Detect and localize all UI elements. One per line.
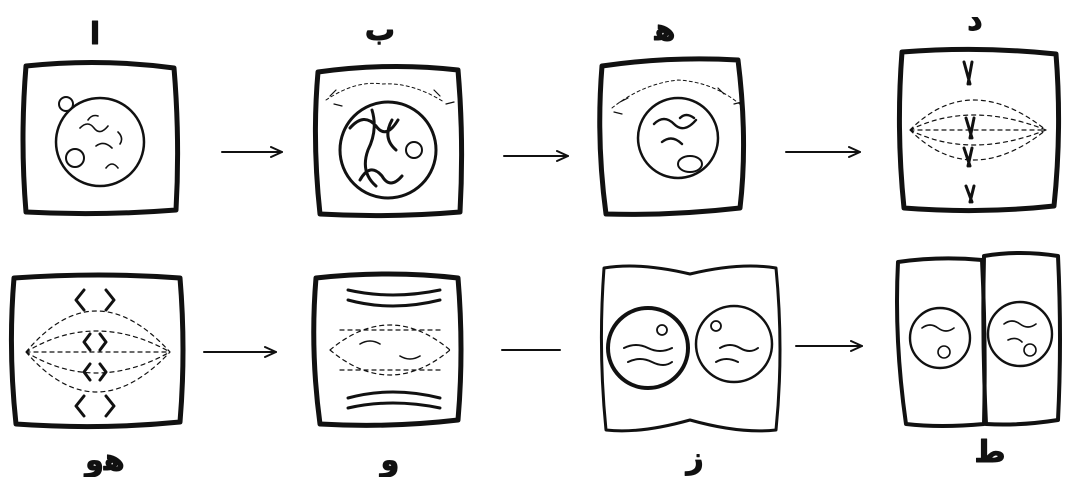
cell-interphase (20, 59, 181, 217)
label-stage-h: ط (974, 435, 1005, 470)
label-stage-f: و (379, 443, 400, 477)
cell-daughter-cells (895, 251, 1062, 428)
cell-cytokinesis (599, 264, 782, 433)
cell-early-prophase (312, 63, 465, 219)
cell-telophase (311, 271, 464, 428)
label-stage-g: ز (684, 441, 703, 476)
label-stage-e: ﻫو (83, 443, 124, 477)
cell-metaphase (896, 46, 1062, 214)
label-stage-a: ا (90, 17, 100, 52)
progression-arrows (203, 146, 863, 358)
label-stage-d: د (967, 3, 982, 38)
label-stage-b: ب (365, 13, 395, 48)
cell-late-prophase (597, 56, 747, 217)
cell-anaphase (8, 272, 186, 430)
label-stage-c: ﻫ (654, 13, 676, 48)
